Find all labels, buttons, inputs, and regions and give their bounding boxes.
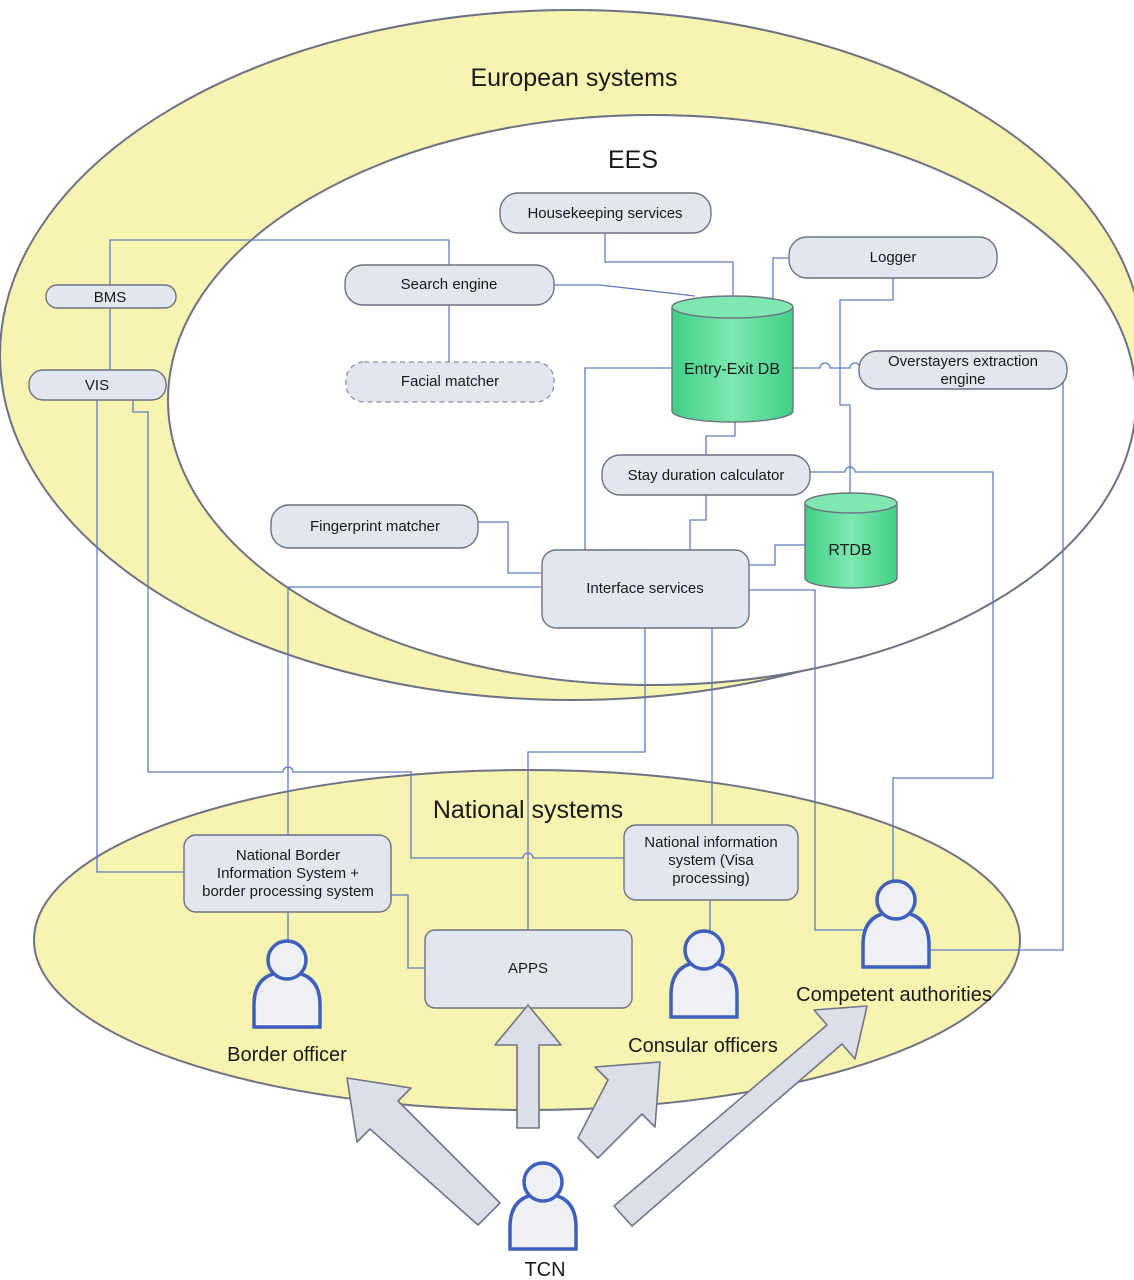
ees-title: EES bbox=[608, 146, 658, 174]
arrow-to-apps bbox=[494, 1004, 562, 1129]
connector-lines bbox=[96, 232, 1064, 969]
arrow-to-consular-officers bbox=[577, 1061, 661, 1159]
facial-matcher-box: Facial matcher bbox=[345, 361, 555, 403]
svg-text:Stay duration calculator: Stay duration calculator bbox=[628, 467, 785, 484]
overstayers-extraction-engine-box: Overstayers extraction engine bbox=[858, 350, 1068, 390]
interface-services-box: Interface services bbox=[541, 549, 750, 629]
rtdb-cylinder: RTDB bbox=[804, 492, 898, 589]
european-systems-title: European systems bbox=[470, 64, 677, 92]
svg-text:Fingerprint matcher: Fingerprint matcher bbox=[310, 518, 440, 535]
border-officer-person-icon bbox=[252, 939, 322, 1029]
national-border-information-system-box: National Border Information System + bor… bbox=[183, 834, 392, 913]
arrow-to-border-officer bbox=[346, 1077, 501, 1226]
tcn-label: TCN bbox=[524, 1259, 565, 1280]
svg-text:Overstayers extraction: Overstayers extraction bbox=[888, 353, 1038, 370]
tcn-person-icon bbox=[508, 1161, 578, 1251]
svg-text:Facial matcher: Facial matcher bbox=[401, 373, 499, 390]
search-engine-box: Search engine bbox=[344, 264, 555, 306]
svg-text:RTDB: RTDB bbox=[828, 542, 871, 559]
svg-text:BMS: BMS bbox=[94, 289, 127, 306]
svg-text:National Border: National Border bbox=[236, 847, 340, 864]
logger-box: Logger bbox=[788, 236, 998, 279]
vis-box: VIS bbox=[28, 369, 167, 401]
competent-authorities-label: Competent authorities bbox=[796, 984, 992, 1006]
competent-authorities-person-icon bbox=[861, 879, 931, 969]
svg-text:National information: National information bbox=[644, 834, 777, 851]
svg-text:Housekeeping services: Housekeeping services bbox=[527, 205, 682, 222]
svg-text:system (Visa: system (Visa bbox=[668, 852, 754, 869]
consular-officers-label: Consular officers bbox=[628, 1035, 778, 1057]
bms-box: BMS bbox=[45, 284, 177, 309]
svg-text:Search engine: Search engine bbox=[401, 276, 498, 293]
svg-text:APPS: APPS bbox=[508, 960, 548, 977]
svg-text:VIS: VIS bbox=[85, 377, 109, 394]
svg-text:Interface services: Interface services bbox=[586, 580, 704, 597]
svg-text:engine: engine bbox=[940, 371, 985, 388]
apps-box: APPS bbox=[424, 929, 633, 1009]
fingerprint-matcher-box: Fingerprint matcher bbox=[270, 504, 479, 549]
stay-duration-calculator-box: Stay duration calculator bbox=[601, 454, 811, 496]
consular-officer-person-icon bbox=[669, 929, 739, 1019]
national-information-system-box: National information system (Visa proces… bbox=[623, 824, 799, 901]
arrow-to-competent-authorities bbox=[613, 1005, 868, 1227]
housekeeping-services-box: Housekeeping services bbox=[499, 192, 712, 234]
entry-exit-db-cylinder: Entry-Exit DB bbox=[671, 295, 794, 423]
tcn-flow-arrows bbox=[346, 1004, 868, 1227]
border-officer-label: Border officer bbox=[227, 1044, 347, 1066]
svg-text:Logger: Logger bbox=[870, 249, 917, 266]
svg-text:processing): processing) bbox=[672, 870, 750, 887]
svg-text:Entry-Exit DB: Entry-Exit DB bbox=[684, 361, 780, 378]
svg-text:Information System +: Information System + bbox=[217, 865, 359, 882]
svg-text:border processing system: border processing system bbox=[202, 883, 374, 900]
